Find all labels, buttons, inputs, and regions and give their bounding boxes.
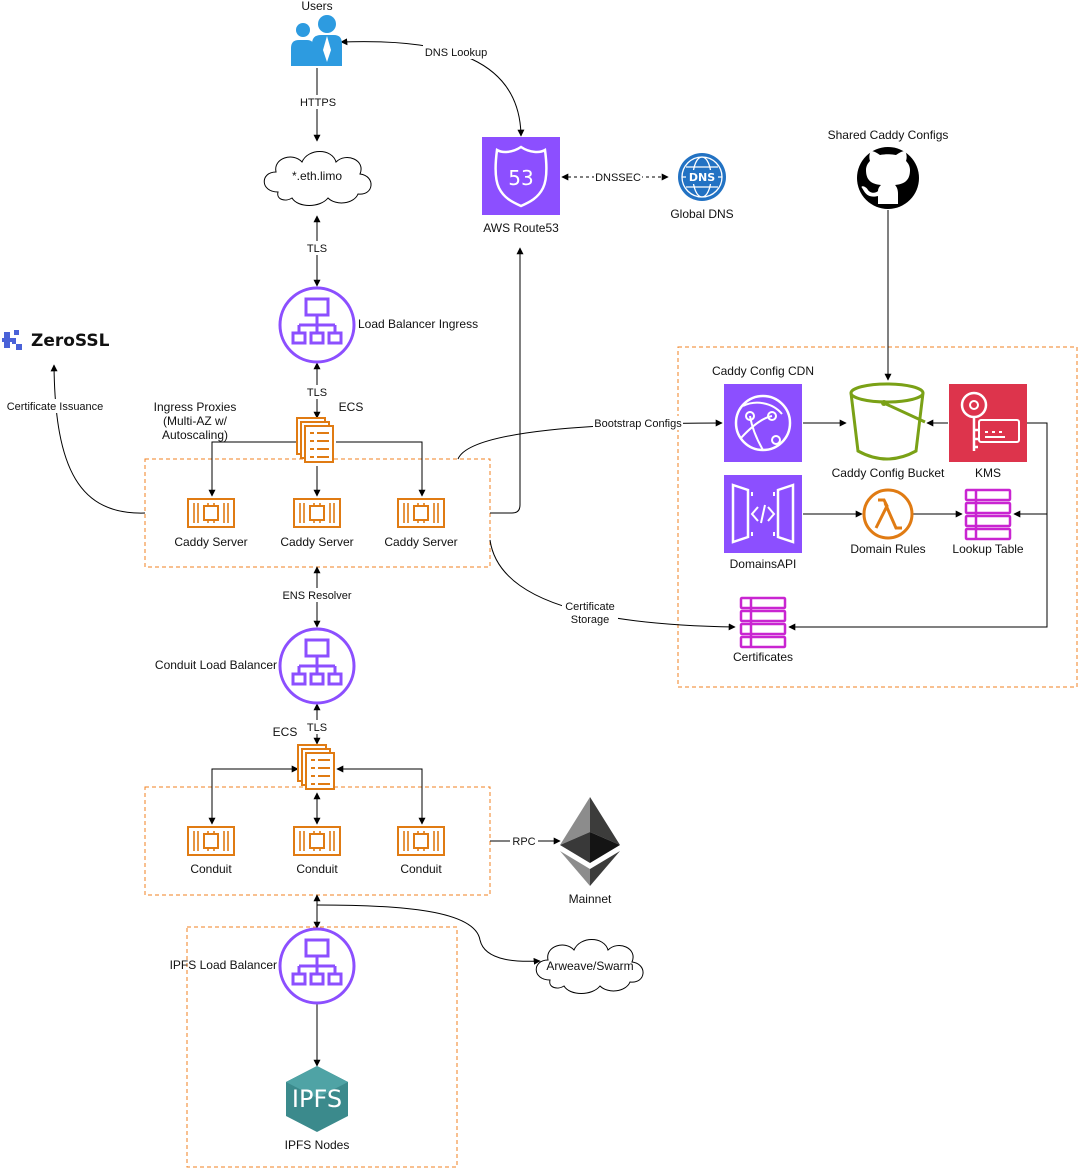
ecs-service-icon-top (296, 417, 334, 463)
shared-configs-label: Shared Caddy Configs (828, 128, 949, 142)
edge-label-dnssec: DNSSEC (595, 172, 641, 184)
kms-key-icon (949, 384, 1027, 462)
ingress-proxies-label-2: (Multi-AZ w/ (163, 414, 228, 428)
route53-icon: 53 (482, 137, 560, 215)
domain-rules-label: Domain Rules (850, 542, 925, 556)
edge-label-tls-1: TLS (307, 243, 327, 255)
caddy-server-label-3: Caddy Server (384, 535, 457, 549)
users-icon (291, 15, 342, 66)
caddy-cdn-label: Caddy Config CDN (712, 364, 814, 378)
ecs-service-icon-bottom (297, 744, 335, 790)
ipfs-hexagon-icon: IPFS (286, 1066, 348, 1132)
edge-label-cert-storage-1: Certificate (565, 601, 615, 613)
cloudfront-icon (724, 384, 802, 462)
arweave-label: Arweave/Swarm (546, 959, 633, 973)
edge-label-rpc: RPC (512, 836, 535, 848)
edge-ecs-conduit-1 (208, 765, 299, 825)
edge-label-tls-3: TLS (307, 722, 327, 734)
edge-ecs-caddy-1 (208, 441, 300, 497)
edge-label-https: HTTPS (300, 97, 336, 109)
domains-api-label: DomainsAPI (730, 557, 797, 571)
ipfs-badge: IPFS (292, 1085, 342, 1113)
edge-kms-certs (788, 514, 1048, 631)
ipfs-lb-label: IPFS Load Balancer (170, 958, 277, 972)
mainnet-label: Mainnet (569, 892, 612, 906)
caddy-bucket-label: Caddy Config Bucket (832, 466, 945, 480)
conduit-lb-label: Conduit Load Balancer (155, 658, 277, 672)
edge-label-cert-storage-2: Storage (571, 614, 610, 626)
caddy-server-icon-1 (187, 498, 235, 528)
conduit-label-3: Conduit (400, 862, 442, 876)
edge-label-ens-resolver: ENS Resolver (282, 590, 351, 602)
edge-ecs-caddy-3 (336, 441, 426, 497)
edge-label-tls-2: TLS (307, 387, 327, 399)
github-icon (857, 147, 919, 209)
ecs-bottom-label: ECS (273, 725, 298, 739)
caddy-server-icon-3 (397, 498, 445, 528)
edge-cert-issuance (50, 364, 146, 514)
conduit-label-2: Conduit (296, 862, 338, 876)
kms-label: KMS (975, 466, 1001, 480)
aws-services-group (677, 346, 1078, 688)
load-balancer-ingress-icon (278, 286, 356, 364)
lookup-table-label: Lookup Table (952, 542, 1024, 556)
route53-badge: 53 (508, 166, 533, 190)
ipfs-group (186, 926, 458, 1168)
edge-label-dns-lookup: DNS Lookup (425, 47, 487, 59)
ingress-proxies-label-3: Autoscaling) (162, 428, 228, 442)
zerossl-label: ZeroSSL (31, 331, 110, 351)
ipfs-load-balancer-icon (278, 927, 356, 1005)
edge-kms-lookup (1013, 422, 1048, 518)
ipfs-nodes-label: IPFS Nodes (285, 1138, 350, 1152)
caddy-server-icon-2 (293, 498, 341, 528)
conduit-icon-1 (187, 826, 235, 856)
caddy-server-label-1: Caddy Server (174, 535, 247, 549)
lambda-icon (862, 488, 914, 540)
conduit-icon-3 (397, 826, 445, 856)
global-dns-label: Global DNS (670, 207, 733, 221)
lb-ingress-label: Load Balancer Ingress (358, 317, 478, 331)
certificates-label: Certificates (733, 650, 793, 664)
conduit-icon-2 (293, 826, 341, 856)
api-gateway-icon (724, 475, 802, 553)
edge-dns-lookup (340, 38, 525, 137)
lookup-table-icon (964, 488, 1012, 541)
dns-badge: DNS (689, 171, 715, 184)
users-label: Users (301, 0, 332, 13)
edge-caddy-route53 (490, 247, 524, 514)
conduit-load-balancer-icon (278, 627, 356, 705)
s3-bucket-icon (849, 382, 926, 461)
edge-label-cert-issuance: Certificate Issuance (7, 401, 104, 413)
edge-label-bootstrap: Bootstrap Configs (594, 418, 682, 430)
certificates-table-icon (739, 596, 787, 649)
conduit-label-1: Conduit (190, 862, 232, 876)
caddy-server-label-2: Caddy Server (280, 535, 353, 549)
ecs-top-label: ECS (339, 400, 364, 414)
route53-label: AWS Route53 (483, 221, 559, 235)
ethereum-icon (560, 797, 620, 886)
globe-dns-icon: DNS (678, 153, 726, 201)
eth-limo-label: *.eth.limo (292, 169, 342, 183)
edge-arweave (316, 904, 541, 965)
zerossl-logo-icon (2, 330, 22, 350)
edge-ecs-conduit-3 (336, 765, 426, 825)
ingress-proxies-label-1: Ingress Proxies (154, 400, 237, 414)
